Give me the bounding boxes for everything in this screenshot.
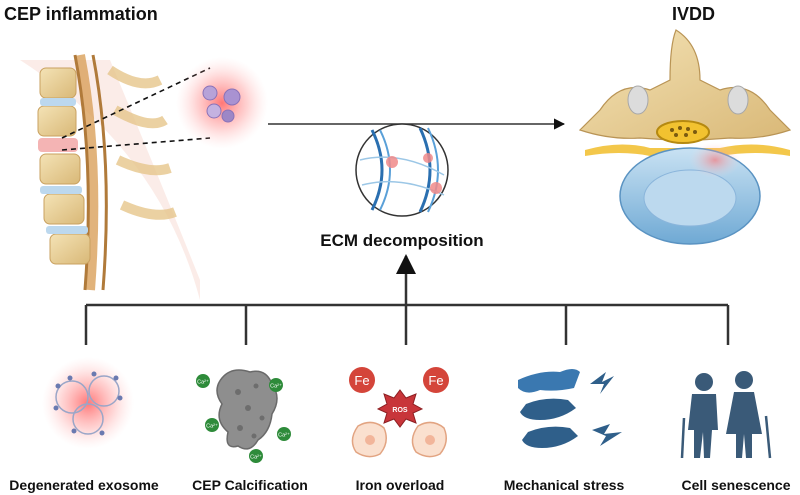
iron-badge: Fe xyxy=(423,367,449,393)
iron-badge: Fe xyxy=(349,367,375,393)
ros-burst: ROS xyxy=(376,389,424,428)
svg-text:Ca²⁺: Ca²⁺ xyxy=(197,379,209,386)
svg-text:Ca²⁺: Ca²⁺ xyxy=(250,454,262,461)
spine-illustration xyxy=(20,54,200,300)
calcium-badge: Ca²⁺ xyxy=(269,378,283,392)
ecm-illustration xyxy=(355,123,449,217)
calcium-badge: Ca²⁺ xyxy=(277,427,291,441)
factor-label-iron: Iron overload xyxy=(356,477,445,493)
spine-discs xyxy=(38,98,88,234)
ecm-label: ECM decomposition xyxy=(320,231,483,250)
factor-label-calcification: CEP Calcification xyxy=(192,477,308,493)
calcium-badge: Ca²⁺ xyxy=(205,418,219,432)
connector-tree xyxy=(84,303,730,345)
svg-text:Fe: Fe xyxy=(428,373,443,388)
calcium-badges: Ca²⁺ Ca²⁺ Ca²⁺ Ca²⁺ Ca²⁺ xyxy=(196,374,291,463)
spine-vertebrae xyxy=(37,67,91,265)
svg-text:Ca²⁺: Ca²⁺ xyxy=(270,383,282,390)
svg-text:Fe: Fe xyxy=(354,373,369,388)
svg-text:ROS: ROS xyxy=(392,407,408,414)
elderly-couple-icon xyxy=(680,371,772,459)
elderly-man xyxy=(680,373,718,459)
zoom-line-bottom xyxy=(61,137,211,151)
lightning-icon xyxy=(592,424,622,446)
svg-text:Ca²⁺: Ca²⁺ xyxy=(278,432,290,439)
left-title: CEP inflammation xyxy=(4,4,158,24)
vertebrae-stress-icon xyxy=(518,369,622,448)
damaged-cell xyxy=(351,421,387,458)
exosome-icon xyxy=(42,357,134,449)
factor-label-senescence: Cell senescence xyxy=(682,477,791,493)
damaged-cell xyxy=(411,421,447,458)
calcium-badge: Ca²⁺ xyxy=(249,449,263,463)
elderly-woman xyxy=(726,371,772,459)
lightning-icon xyxy=(590,372,614,394)
calcified-tissue-icon xyxy=(216,369,278,450)
factor-label-mechanical-stress: Mechanical stress xyxy=(504,477,625,493)
inflammation-cells xyxy=(176,57,268,149)
factor-label-exosome: Degenerated exosome xyxy=(9,477,159,493)
svg-text:Ca²⁺: Ca²⁺ xyxy=(206,423,218,430)
iron-ros-icon: Fe Fe ROS xyxy=(349,367,449,458)
calcium-badge: Ca²⁺ xyxy=(196,374,210,388)
ivdd-vertebra-illustration xyxy=(578,29,792,245)
right-title: IVDD xyxy=(672,4,715,24)
